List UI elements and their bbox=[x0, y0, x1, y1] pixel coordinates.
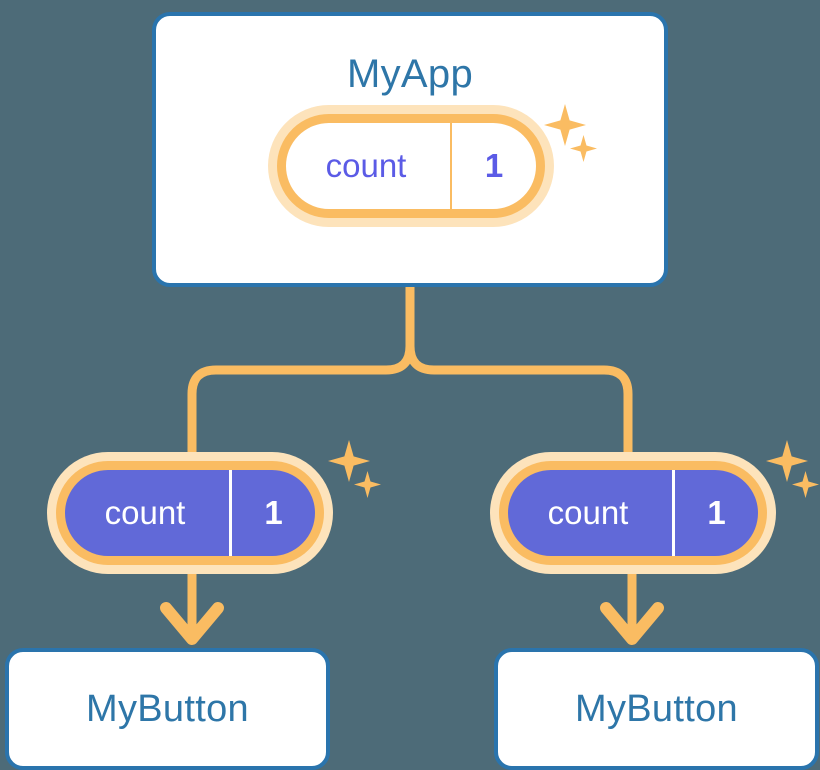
state-pill-child-right[interactable]: count 1 bbox=[490, 452, 776, 574]
component-label-mybutton-right: MyButton bbox=[575, 688, 738, 730]
state-pill-root[interactable]: count 1 bbox=[268, 105, 554, 227]
state-pill-child-left[interactable]: count 1 bbox=[47, 452, 333, 574]
component-label-mybutton-left: MyButton bbox=[86, 688, 249, 730]
down-arrow-icon-right bbox=[600, 602, 664, 645]
state-value-child-right: 1 bbox=[672, 470, 758, 556]
sparkle-icon-small bbox=[354, 471, 381, 498]
state-pill-child-left-body: count 1 bbox=[56, 461, 324, 565]
component-card-mybutton-left[interactable]: MyButton bbox=[5, 648, 330, 770]
state-key-child-left: count bbox=[104, 494, 186, 531]
state-value-child-left: 1 bbox=[229, 470, 315, 556]
state-key-root: count bbox=[325, 147, 407, 184]
state-pill-child-right-body: count 1 bbox=[499, 461, 767, 565]
component-card-mybutton-right[interactable]: MyButton bbox=[494, 648, 819, 770]
component-label-myapp: MyApp bbox=[347, 52, 473, 96]
sparkle-icon-small bbox=[792, 471, 819, 498]
connector-branch-right bbox=[405, 345, 633, 462]
state-key-child-right: count bbox=[547, 494, 629, 531]
sparkle-icon-large bbox=[766, 440, 808, 482]
sparkle-icon-large bbox=[328, 440, 370, 482]
state-value-root: 1 bbox=[450, 123, 536, 209]
down-arrow-icon-left bbox=[160, 602, 224, 645]
connector-branch-left bbox=[187, 345, 415, 462]
state-pill-root-body: count 1 bbox=[277, 114, 545, 218]
